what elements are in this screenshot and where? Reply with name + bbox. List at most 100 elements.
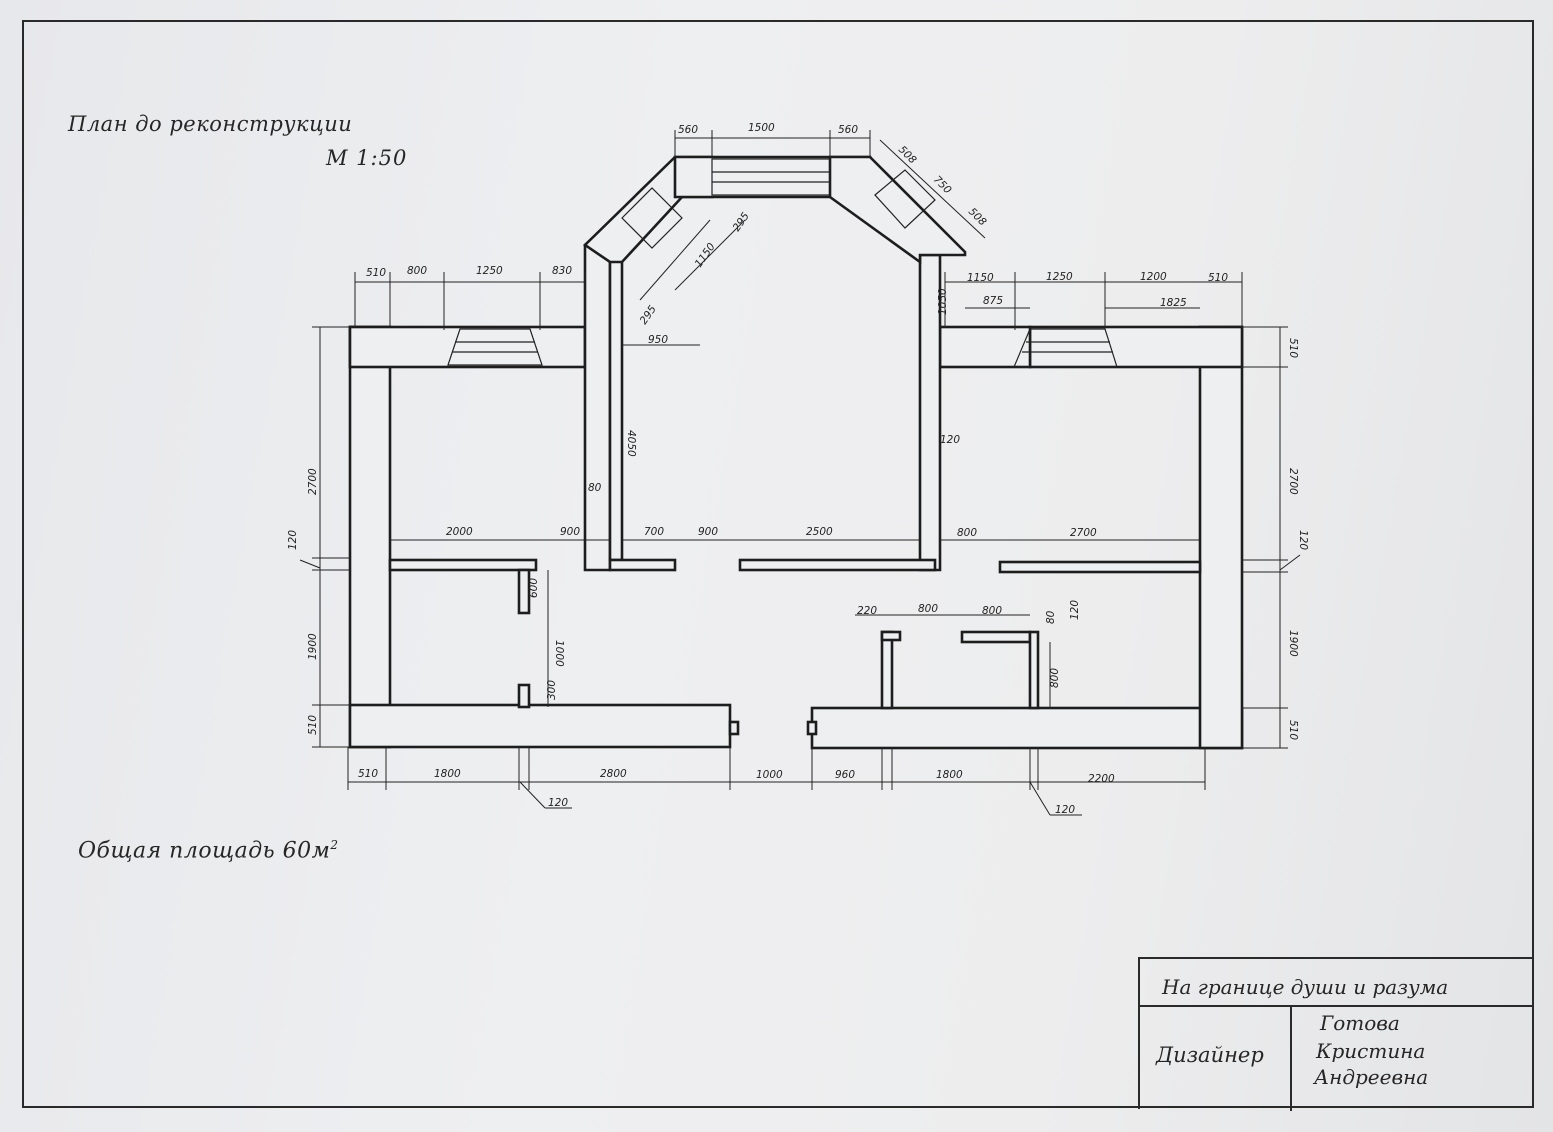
dim-label: 800 bbox=[982, 605, 1002, 617]
dim-label: 1150 bbox=[693, 241, 718, 270]
door-jamb-right bbox=[806, 720, 818, 736]
designer-role: Дизайнер bbox=[1156, 1043, 1264, 1067]
dim-label: 900 bbox=[560, 526, 580, 538]
dim-label: 1900 bbox=[1287, 630, 1299, 657]
title-block-divider bbox=[1140, 1005, 1532, 1007]
dim-label: 120 bbox=[287, 530, 299, 550]
dim-label: 1800 bbox=[434, 768, 461, 780]
dim-label: 2000 bbox=[446, 526, 473, 538]
dim-label: 560 bbox=[838, 124, 858, 136]
outer-walls bbox=[348, 155, 1244, 750]
dim-label: 510 bbox=[1287, 720, 1299, 740]
wall-bottom-left bbox=[348, 703, 732, 749]
dim-label: 960 bbox=[835, 769, 855, 781]
wall-int-mid-h1 bbox=[608, 558, 677, 572]
dim-label: 700 bbox=[644, 526, 664, 538]
dim-label: 600 bbox=[528, 578, 540, 598]
wall-int-mid-h2 bbox=[738, 558, 937, 572]
dim-label: 510 bbox=[307, 715, 319, 735]
dim-label: 120 bbox=[1069, 600, 1081, 620]
dim-label: 1000 bbox=[756, 769, 783, 781]
dim-label: 510 bbox=[366, 267, 386, 279]
designer-first-name: Кристина bbox=[1316, 1039, 1426, 1063]
dim-label: 1250 bbox=[1046, 271, 1073, 283]
title-block: На границе души и разума Дизайнер Готова… bbox=[1138, 957, 1532, 1111]
wall-int-right-v1 bbox=[880, 630, 894, 710]
wall-top-right bbox=[1028, 325, 1244, 369]
dim-label: 1150 bbox=[967, 272, 994, 284]
dimension-lines bbox=[299, 130, 1301, 816]
wall-bay-left-vertical bbox=[583, 219, 612, 572]
dim-label: 120 bbox=[1297, 530, 1309, 550]
dim-label: 295 bbox=[731, 210, 753, 234]
dim-label: 510 bbox=[1287, 338, 1299, 358]
wall-int-left-v1 bbox=[517, 568, 531, 615]
dimension-labels: 560 1500 560 508 750 508 295 1150 295 95… bbox=[287, 122, 1309, 816]
dim-label: 1250 bbox=[476, 265, 503, 277]
wall-right bbox=[1198, 325, 1244, 750]
dim-label: 4050 bbox=[625, 430, 637, 457]
dim-label: 510 bbox=[358, 768, 378, 780]
interior-walls bbox=[388, 558, 1202, 736]
dim-label: 800 bbox=[957, 527, 977, 539]
dim-label: 1050 bbox=[937, 288, 949, 315]
window-bay-top bbox=[711, 158, 831, 196]
dim-label: 510 bbox=[1208, 272, 1228, 284]
designer-surname: Готова bbox=[1320, 1011, 1400, 1035]
dim-label: 1800 bbox=[936, 769, 963, 781]
dim-label: 120 bbox=[548, 797, 568, 809]
dim-label: 560 bbox=[678, 124, 698, 136]
dim-label: 750 bbox=[931, 174, 954, 197]
dim-label: 1825 bbox=[1160, 297, 1187, 309]
dim-label: 120 bbox=[1055, 804, 1075, 816]
wall-int-left-v2 bbox=[517, 683, 531, 709]
window-left-room bbox=[447, 328, 543, 366]
dim-label: 950 bbox=[648, 334, 668, 346]
window-right-room bbox=[1013, 328, 1118, 368]
window-bay-left bbox=[621, 187, 683, 249]
total-area-text: Общая площадь 60м bbox=[78, 838, 331, 864]
dim-label: 900 bbox=[698, 526, 718, 538]
wall-bay-left-inner bbox=[608, 220, 624, 562]
drawing-scale: М 1:50 bbox=[326, 146, 408, 170]
wall-int-right-h bbox=[998, 560, 1202, 574]
dim-label: 1500 bbox=[748, 122, 775, 134]
wall-top-right-inner bbox=[938, 325, 1032, 369]
dim-label: 2700 bbox=[307, 468, 319, 495]
dim-label: 875 bbox=[983, 295, 1003, 307]
dim-label: 1900 bbox=[307, 633, 319, 660]
total-area-unit: 2 bbox=[330, 838, 339, 852]
dim-label: 800 bbox=[407, 265, 427, 277]
dim-label: 2700 bbox=[1287, 468, 1299, 495]
dim-label: 1200 bbox=[1140, 271, 1167, 283]
total-area-label: Общая площадь 60м2 bbox=[78, 838, 339, 863]
dim-label: 2800 bbox=[600, 768, 627, 780]
windows bbox=[447, 158, 1118, 368]
dim-label: 2200 bbox=[1088, 773, 1115, 785]
dim-label: 2700 bbox=[1070, 527, 1097, 539]
wall-int-right-h2 bbox=[960, 630, 1032, 644]
wall-top-left bbox=[348, 325, 587, 369]
dim-label: 800 bbox=[1049, 668, 1061, 688]
dim-label: 300 bbox=[546, 680, 558, 700]
dim-label: 800 bbox=[918, 603, 938, 615]
window-bay-right bbox=[874, 169, 936, 229]
project-name: На границе души и разума bbox=[1162, 975, 1449, 999]
dim-label: 2500 bbox=[806, 526, 833, 538]
dim-label: 220 bbox=[857, 605, 877, 617]
wall-bay-diag-right bbox=[828, 155, 967, 265]
dim-label: 1000 bbox=[553, 640, 565, 667]
wall-left bbox=[348, 325, 392, 749]
drawing-title: План до реконструкции bbox=[68, 112, 353, 136]
dim-label: 120 bbox=[940, 434, 960, 446]
dim-label: 508 bbox=[966, 206, 989, 229]
title-block-column-divider bbox=[1290, 1005, 1292, 1111]
wall-int-right-v2 bbox=[1028, 630, 1040, 710]
wall-bottom-right bbox=[810, 706, 1244, 750]
door-jamb-left bbox=[728, 720, 740, 736]
wall-int-left-h bbox=[388, 558, 538, 572]
dim-label: 295 bbox=[638, 303, 660, 327]
wall-int-right-stub bbox=[880, 630, 902, 642]
